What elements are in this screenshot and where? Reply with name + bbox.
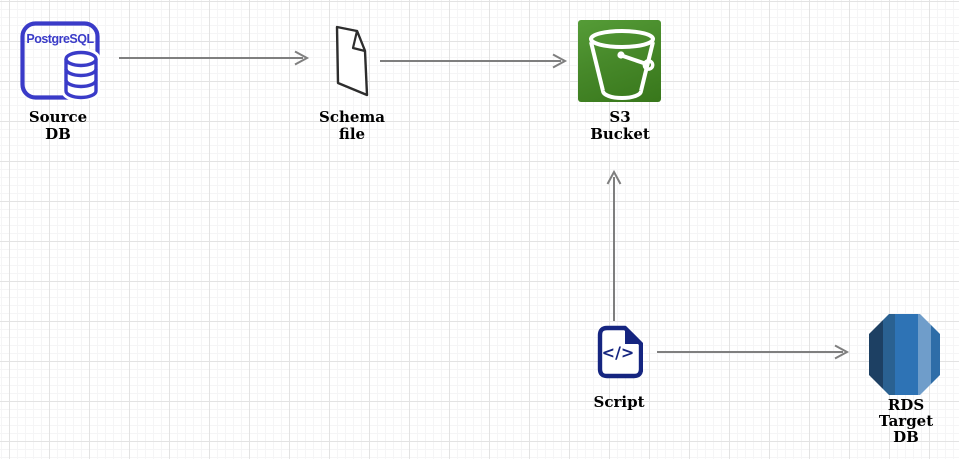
database-cylinder: [64, 50, 98, 100]
code-file-icon: </>: [597, 325, 643, 379]
node-rds-target-db-label: RDS Target DB: [878, 396, 934, 446]
code-glyph: </>: [602, 343, 635, 362]
node-rds-target-db[interactable]: [868, 313, 941, 396]
node-script[interactable]: </>: [597, 325, 643, 379]
postgresql-wordmark: PostgreSQL: [26, 32, 94, 46]
rds-database-icon: [869, 314, 940, 395]
node-source-db-label: Source DB: [28, 108, 88, 143]
postgresql-icon: PostgreSQL: [20, 21, 100, 100]
document-icon: [335, 25, 369, 97]
node-schema-file-label: Schema file: [318, 108, 386, 143]
node-s3-bucket-label: S3 Bucket: [590, 108, 650, 143]
node-script-label: Script: [593, 393, 645, 411]
s3-bucket-icon: [589, 29, 655, 100]
node-schema-file[interactable]: [330, 20, 375, 100]
node-s3-bucket[interactable]: [578, 20, 661, 102]
edge-script-to-rds-target-db[interactable]: [657, 344, 850, 360]
node-source-db[interactable]: PostgreSQL: [20, 21, 100, 100]
edge-schema-file-to-s3-bucket[interactable]: [380, 53, 568, 69]
edge-script-to-s3-bucket[interactable]: [606, 169, 622, 321]
edge-source-db-to-schema-file[interactable]: [119, 50, 310, 66]
